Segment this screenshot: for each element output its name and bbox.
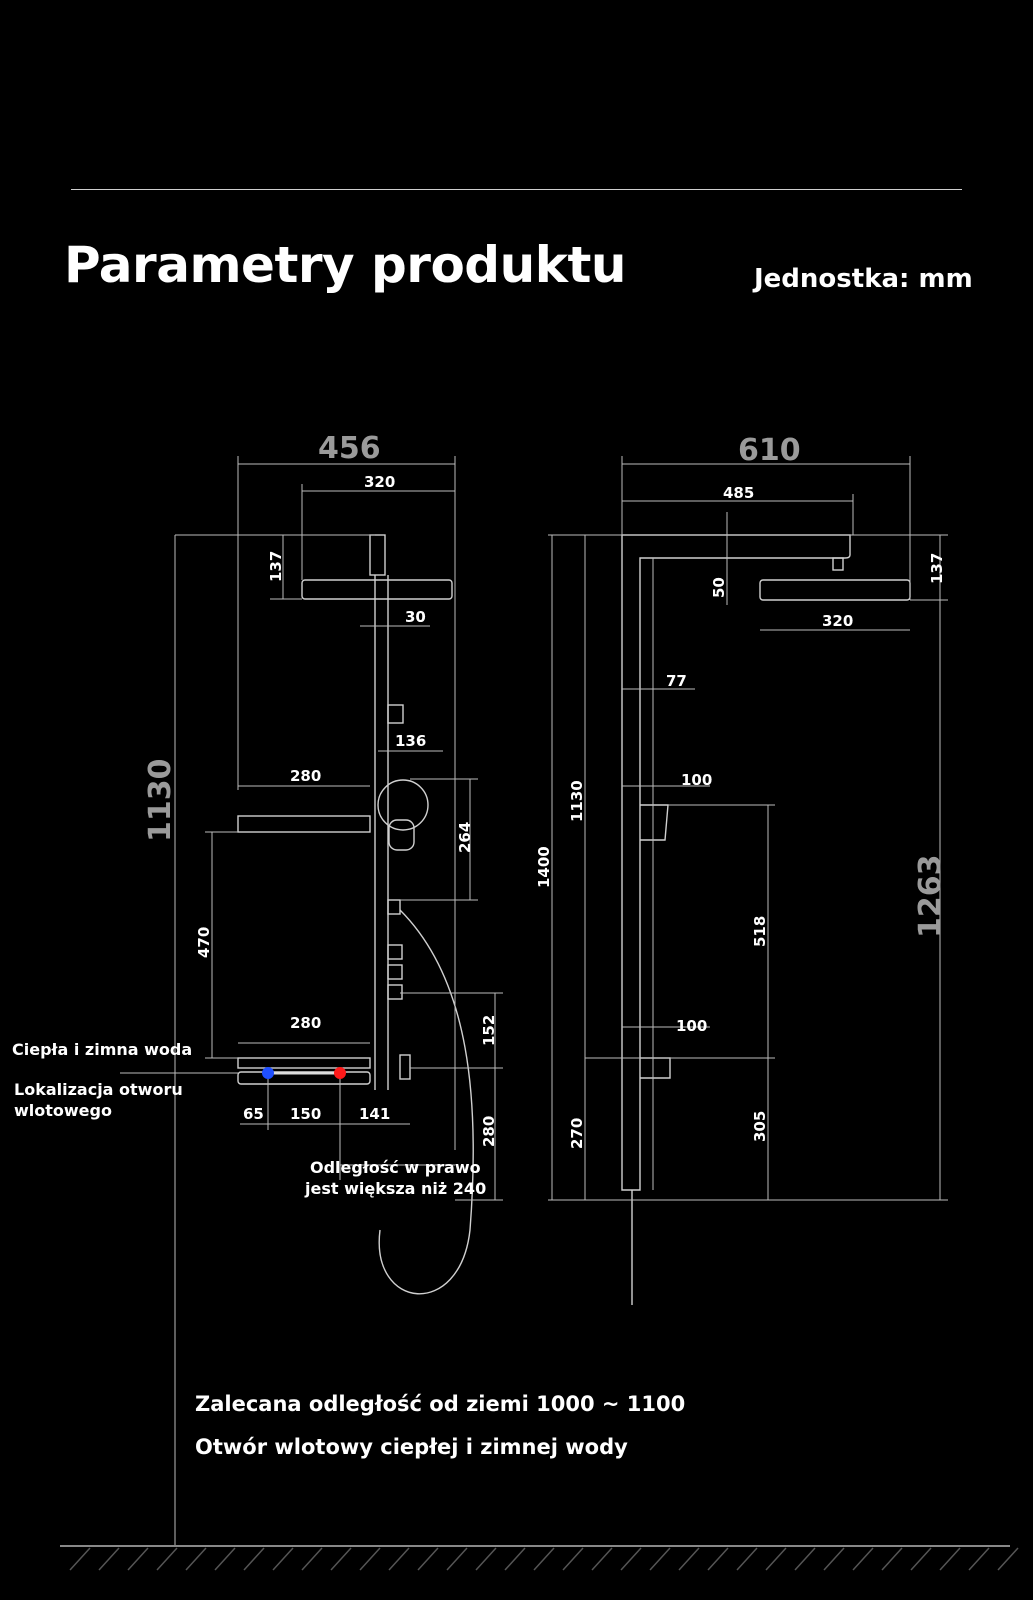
inlet-location-label-2: wlotowego [14,1101,112,1120]
drawing-line [387,899,401,915]
dim-518: 518 [751,916,769,947]
recommended-height-label: Zalecana odległość od ziemi 1000 ~ 1100 [195,1392,685,1416]
front-head-connector [369,534,386,576]
side-view: 610 485 50 137 320 77 100 1130 1400 518 … [535,433,948,1305]
ground-hatch [214,1547,236,1571]
ground-hatch [707,1547,729,1571]
ground-line [60,1545,1019,1571]
front-top-shelf [237,815,371,833]
dim-1263: 1263 [913,855,948,939]
ground-hatch [591,1547,613,1571]
dim-1130: 1130 [143,759,178,843]
drawing-line [387,964,403,980]
ground-hatch [127,1547,149,1571]
ground-hatch [156,1547,178,1571]
dim-100-bottom: 100 [676,1017,707,1035]
dim-610: 610 [738,433,801,468]
side-shower-head [759,579,911,601]
ground-hatch [475,1547,497,1571]
ground-hatch [649,1547,671,1571]
ground-hatch [533,1547,555,1571]
hot-cold-water-label: Ciepła i zimna woda [12,1040,192,1059]
dim-150: 150 [290,1105,321,1123]
dim-280-bottom: 280 [290,1014,321,1032]
ground-hatch [678,1547,700,1571]
drawing-line [387,704,404,724]
ground-hatch [185,1547,207,1571]
dim-264: 264 [456,822,474,853]
page-title: Parametry produktu [64,236,626,294]
dim-141: 141 [359,1105,390,1123]
unit-label: Jednostka: mm [754,264,973,294]
drawing-line [387,944,403,960]
dim-320: 320 [364,473,395,491]
ground-hatch [388,1547,410,1571]
ground-hatch [881,1547,903,1571]
ground-hatch [939,1547,961,1571]
drawing-line [388,819,415,851]
dim-485: 485 [723,484,754,502]
dim-152: 152 [480,1015,498,1046]
dim-30: 30 [405,608,426,626]
ground-hatch [794,1547,816,1571]
ground-hatch [852,1547,874,1571]
dim-65: 65 [243,1105,264,1123]
front-handshower [377,779,429,831]
ground-hatch [69,1547,91,1571]
ground-hatch [620,1547,642,1571]
dim-137-side: 137 [928,553,946,584]
dim-280-top: 280 [290,767,321,785]
hose [378,909,474,1295]
drawing-line [237,1057,371,1069]
dim-305: 305 [751,1111,769,1142]
front-view: 456 320 137 30 136 280 264 1130 470 280 … [120,431,503,1545]
dim-77: 77 [666,672,687,690]
ground-hatch [968,1547,990,1571]
dim-320-side: 320 [822,612,853,630]
right-distance-label-2: jest większa niż 240 [304,1179,486,1198]
ground-hatch [910,1547,932,1571]
dim-470: 470 [195,927,213,958]
dim-136: 136 [395,732,426,750]
ground-hatch [997,1547,1019,1571]
ground-hatch [243,1547,265,1571]
ground-hatch [330,1547,352,1571]
dim-100-top: 100 [681,771,712,789]
ground-hatch [359,1547,381,1571]
drawing-line [640,1057,671,1079]
drawing-line [640,804,669,841]
ground-hatch [272,1547,294,1571]
dim-137: 137 [267,551,285,582]
inlet-location-label-1: Lokalizacja otworu [14,1080,183,1099]
dim-456: 456 [318,431,381,466]
dim-1400: 1400 [535,846,553,888]
front-shower-head [301,579,453,600]
ground-hatch [417,1547,439,1571]
cold-water-inlet [262,1067,274,1079]
right-distance-label-1: Odległość w prawo [310,1158,481,1177]
ground-hatch [504,1547,526,1571]
hot-water-inlet [334,1067,346,1079]
dim-1130-side: 1130 [568,780,586,822]
dim-280-lower: 280 [480,1116,498,1147]
drawing-line [387,984,403,1000]
dim-50: 50 [710,577,728,598]
inlet-hole-label: Otwór wlotowy ciepłej i zimnej wody [195,1435,628,1459]
ground-hatch [562,1547,584,1571]
header-divider [71,189,962,190]
drawing-line [832,557,844,571]
ground-hatch [301,1547,323,1571]
ground-hatch [446,1547,468,1571]
ground-hatch [765,1547,787,1571]
ground-hatch [98,1547,120,1571]
side-column [621,534,851,1191]
ground-hatch [823,1547,845,1571]
dim-270: 270 [568,1118,586,1149]
drawing-line [399,1054,411,1080]
ground-hatch [736,1547,758,1571]
